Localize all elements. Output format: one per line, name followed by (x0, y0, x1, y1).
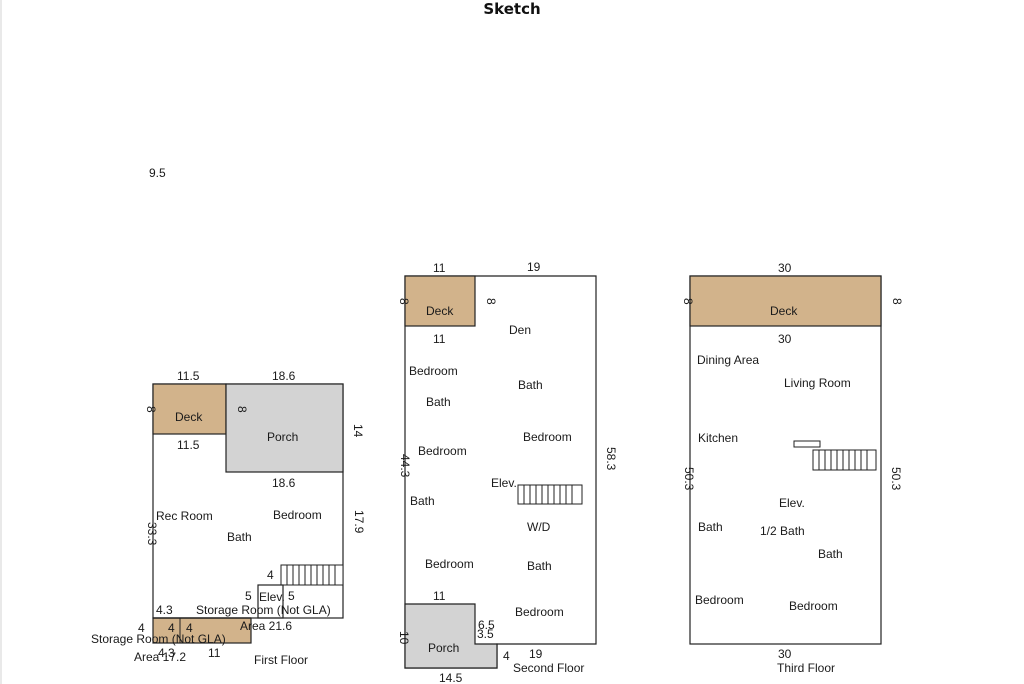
ff-dim-elev-b: 5 (288, 589, 295, 603)
tf-stair-landing (793, 440, 821, 448)
tf-dim-right-side: 50.3 (889, 467, 903, 491)
sf-room-elev: Elev. (491, 476, 517, 490)
sf-deck (404, 275, 476, 327)
sf-porch (404, 603, 498, 669)
ff-dim-porch-top: 18.6 (272, 369, 296, 383)
tf-room-deck: Deck (770, 304, 798, 318)
ff-room-storage-left: Storage Room (Not GLA) (91, 632, 226, 646)
stray-dimension-label: 9.5 (149, 166, 166, 180)
ff-dim-right-side: 17.9 (352, 510, 366, 534)
tf-room-dining: Dining Area (697, 353, 759, 367)
tf-room-elev: Elev. (779, 496, 805, 510)
sf-room-bath-3: Bath (410, 494, 435, 508)
ff-caption: First Floor (254, 653, 308, 667)
ff-dim-deck-right: 8 (235, 406, 249, 413)
ff-dim-stair: 4 (267, 568, 274, 582)
sf-dim-porch-bottom: 14.5 (439, 671, 463, 684)
ff-room-bath: Bath (227, 530, 252, 544)
tf-dim-left-side: 50.3 (682, 467, 696, 491)
tf-room-kitchen: Kitchen (698, 431, 738, 445)
sf-stair-icon (517, 484, 583, 505)
ff-dim-left-side: 33.3 (145, 522, 159, 546)
sf-dim-small: 4 (503, 649, 510, 663)
third-floor-plan: 30 8 8 30 50.3 50.3 30 Deck Dining Area … (681, 261, 904, 675)
page-title: Sketch (483, 0, 541, 18)
sf-room-bath-4: Bath (527, 559, 552, 573)
ff-dim-porch-right: 14 (351, 424, 365, 438)
tf-dim-deck-left: 8 (681, 298, 695, 305)
sf-room-wd: W/D (527, 520, 551, 534)
sf-room-porch: Porch (428, 641, 459, 655)
left-edge-rule (0, 0, 2, 684)
ff-dim-deck-bottom: 11.5 (177, 438, 200, 452)
ff-dim-bottom-b: 11 (208, 646, 221, 660)
sf-room-bedroom-5: Bedroom (515, 605, 564, 619)
tf-dim-deck-right: 8 (890, 298, 904, 305)
first-floor-plan: 11.5 18.6 8 8 11.5 14 18.6 33.3 17.9 4 4… (91, 369, 366, 667)
ff-dim-deck-top: 11.5 (177, 369, 200, 383)
sf-dim-deck-right: 8 (484, 298, 498, 305)
tf-stair-icon (812, 449, 877, 471)
ff-dim-elev-a: 5 (245, 589, 252, 603)
ff-room-elev: Elev. (259, 590, 285, 604)
sf-room-bedroom-3: Bedroom (418, 444, 467, 458)
sf-dim-porch-top: 11 (433, 589, 446, 603)
sf-dim-deck-left: 8 (397, 298, 411, 305)
ff-room-porch: Porch (267, 430, 298, 444)
ff-dim-small-b: 4 (186, 621, 193, 635)
ff-dim-porch-bottom: 18.6 (272, 476, 296, 490)
sf-dim-right-side: 58.3 (604, 447, 618, 471)
ff-dim-small-l: 4 (138, 621, 145, 635)
tf-dim-top: 30 (778, 261, 792, 275)
sf-dim-porch-left: 10 (397, 631, 411, 645)
sf-dim-main-top: 19 (527, 260, 541, 274)
tf-room-bedroom-1: Bedroom (695, 593, 744, 607)
ff-dim-deck-left: 8 (144, 406, 158, 413)
tf-room-bedroom-2: Bedroom (789, 599, 838, 613)
sf-dim-porch-notch: 3.5 (477, 627, 494, 641)
tf-caption: Third Floor (777, 661, 835, 675)
sf-dim-left-side: 44.3 (398, 454, 412, 478)
sf-room-deck: Deck (426, 304, 454, 318)
ff-deck (152, 383, 227, 435)
ff-room-deck: Deck (175, 410, 203, 424)
tf-dim-bottom: 30 (778, 647, 792, 661)
ff-dim-bottom-a: 4.3 (158, 646, 175, 660)
ff-room-area-right: Area 21.6 (240, 619, 292, 633)
ff-room-area-left: Area 17.2 (134, 650, 186, 664)
tf-deck (689, 275, 882, 327)
ff-dim-small-a: 4 (168, 621, 175, 635)
sf-dim-deck-bottom: 11 (433, 332, 446, 346)
tf-room-living: Living Room (784, 376, 851, 390)
second-floor-plan: 11 19 8 8 11 44.3 58.3 11 6.5 3.5 10 4 1… (397, 260, 618, 684)
ff-dim-storage: 4.3 (156, 603, 173, 617)
sf-room-den: Den (509, 323, 531, 337)
ff-elevator (257, 584, 284, 619)
tf-room-bath-2: Bath (818, 547, 843, 561)
sf-room-bedroom-4: Bedroom (425, 557, 474, 571)
sf-room-bedroom-1: Bedroom (409, 364, 458, 378)
ff-bottom-deck (152, 617, 252, 644)
sf-room-bath-2: Bath (426, 395, 451, 409)
tf-room-half-bath: 1/2 Bath (760, 524, 805, 538)
tf-room-bath-1: Bath (698, 520, 723, 534)
sf-room-bedroom-2: Bedroom (523, 430, 572, 444)
ff-room-bedroom: Bedroom (273, 508, 322, 522)
ff-porch (225, 383, 344, 473)
ff-room-storage-right: Storage Room (Not GLA) (196, 603, 331, 617)
ff-room-rec-room: Rec Room (156, 509, 213, 523)
sf-caption: Second Floor (513, 661, 584, 675)
sf-room-bath-1: Bath (518, 378, 543, 392)
ff-stair-icon (280, 564, 344, 586)
sf-dim-bottom-right: 19 (529, 647, 543, 661)
sf-dim-porch-side: 6.5 (478, 618, 495, 632)
tf-dim-deck-bottom: 30 (778, 332, 792, 346)
sf-dim-deck-top: 11 (433, 261, 446, 275)
